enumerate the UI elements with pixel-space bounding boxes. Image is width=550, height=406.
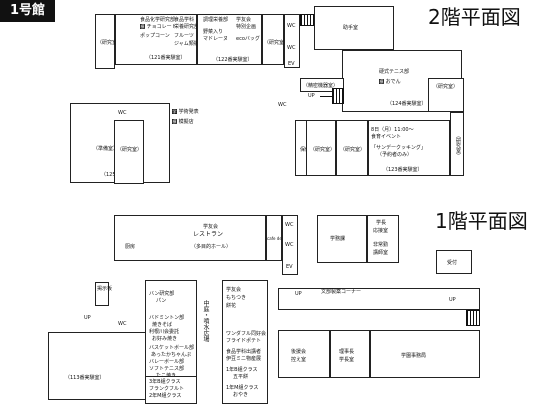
floor1-title: 1階平面図 bbox=[435, 209, 528, 233]
room-lab113: （113番実験室） bbox=[48, 332, 158, 400]
booth-icon: 模 bbox=[140, 24, 145, 29]
stairs bbox=[466, 310, 480, 326]
room-kenkyu-left: （研究室） bbox=[95, 14, 122, 69]
stall-column-left: バン研究部 パン バドミントン部 焼きそば 利根川会委託 お好み焼き バスケット… bbox=[145, 280, 197, 386]
room-kenkyu-far: （研究室） bbox=[450, 112, 464, 176]
stairs bbox=[300, 14, 314, 26]
room-gakumu: 学務課 bbox=[317, 215, 367, 263]
room-gakuen: 学園事務局 bbox=[370, 330, 480, 378]
stall-column-left-bottom: 3年B組クラス フランクフルト 2年M組クラス bbox=[145, 376, 197, 404]
stall-column-right: 学友会 もちつき 餅花 ワンダフル同好会 フライドポテト 食品学科出講者 伊豆ミ… bbox=[222, 280, 268, 404]
room-restaurant: 厨房 学友会 レストラン （多目的ホール） bbox=[114, 215, 266, 261]
room-kenkyu-right: （研究室） bbox=[428, 78, 464, 112]
up-arrow bbox=[320, 96, 340, 97]
room-kenkyu-b: （研究室） bbox=[336, 120, 368, 176]
corridor: UP 文部製薬コーナー UP bbox=[278, 288, 480, 310]
room-rijicho: 理事長 学長室 bbox=[330, 330, 370, 378]
floor2-title: 2階平面図 bbox=[428, 5, 521, 29]
presentation-icon: 学 bbox=[172, 109, 177, 114]
room-lab122: 調理栄養部 野菜入り マドレーヌ 学友会 特別企画 ecoバッグ （122番実験… bbox=[197, 14, 262, 65]
ev-label: EV bbox=[288, 61, 295, 67]
room-kenkyu-mid: （研究室） bbox=[262, 14, 289, 65]
bulletin-board: 掲示板 bbox=[95, 282, 112, 306]
building-badge: 1号館 bbox=[0, 0, 55, 22]
stairs bbox=[332, 88, 344, 104]
booth-icon: 模 bbox=[379, 79, 384, 84]
wc-ev-column: WC WC EV bbox=[284, 14, 300, 68]
room-koenkai: 後援会 控え室 bbox=[278, 330, 330, 378]
legend: 学 学術発表 模 模擬店 bbox=[172, 106, 220, 132]
room-lab125-kenkyu: （研究室） bbox=[114, 120, 144, 184]
room-kenkyu-a: （研究室） bbox=[306, 120, 336, 176]
lab121-label-box: （121番実験室） bbox=[115, 47, 197, 65]
room-gakucho-osetsu: 学長 応接室 非常勤 講師室 bbox=[367, 215, 399, 263]
room-uketsuke: 受付 bbox=[436, 250, 472, 274]
booth-icon: 模 bbox=[172, 119, 177, 124]
wc-label: WC bbox=[287, 23, 296, 29]
wc-ev-column-1f: WC WC EV bbox=[282, 215, 298, 275]
courtyard-label: 中庭・噴水広場 bbox=[202, 300, 209, 342]
up-label: UP bbox=[308, 93, 315, 99]
room-cafe: cafe de PATIO bbox=[266, 215, 294, 261]
room-josyu: 助手室 bbox=[314, 6, 394, 50]
room-lab123: 8日（月）11:00～ 食育イベント 「サンデークッキング」 （予約者のみ） （… bbox=[368, 120, 450, 176]
